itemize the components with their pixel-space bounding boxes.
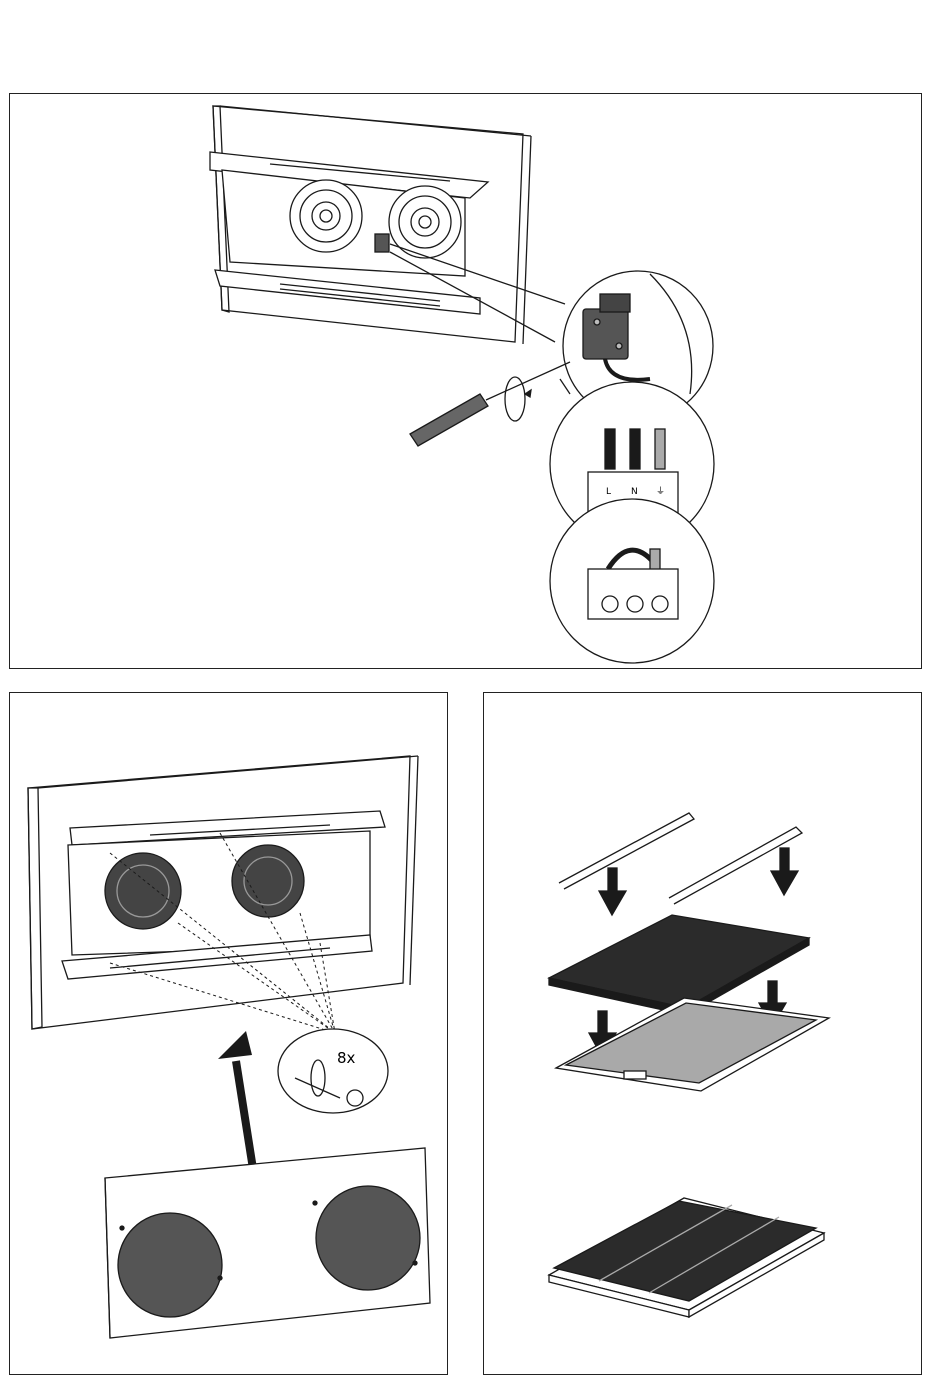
assembled-filter [549,1198,824,1317]
mount-front-panel-illustration: 8x [10,693,449,1376]
panel-electrical-connection: L N ⏚ [9,93,922,669]
magnifier-screw [278,1029,388,1113]
connector-box-small [375,234,389,252]
terminal-label-ground: ⏚ [656,486,665,497]
electrical-connection-illustration: L N ⏚ [10,94,923,670]
carbon-filter-illustration [484,693,923,1376]
panel-insert-carbon-filter [483,692,922,1375]
fan-right-icon [232,845,304,917]
fan-left-icon [290,180,362,252]
front-panel-grille [105,1148,430,1338]
magnifier-terminal-block-bridged [550,499,714,663]
panel-mount-front-panel: 8x [9,692,448,1375]
retaining-rail-left [559,813,694,889]
screw-count-label: 8x [337,1049,356,1067]
screwdriver-icon [410,362,570,446]
terminal-label-l: L [606,487,611,497]
terminal-label-n: N [631,487,638,497]
fan-left-icon [105,853,181,929]
